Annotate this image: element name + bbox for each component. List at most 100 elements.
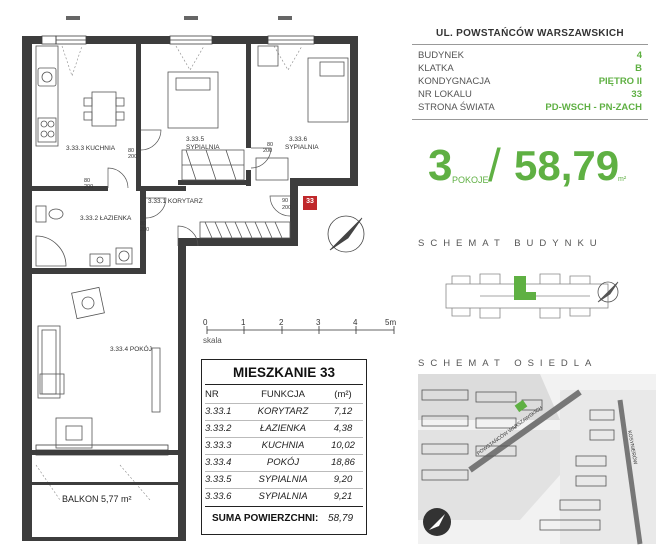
- scale-label: skala: [203, 336, 222, 345]
- door-dim-200: 200: [140, 227, 150, 233]
- info-key: NR LOKALU: [418, 89, 472, 100]
- table-cell: 7,12: [333, 406, 353, 417]
- scheme-compass-icon: [597, 281, 619, 303]
- door-dim-80: 80: [128, 148, 135, 154]
- building-scheme-highlight: [514, 276, 536, 300]
- scale-tick-4: 4: [353, 318, 358, 327]
- info-value: 4: [636, 50, 642, 61]
- table-header-cell: FUNKCJA: [261, 389, 305, 400]
- street-name: UL. POWSTAŃCÓW WARSZAWSKICH: [436, 28, 624, 39]
- table-cell: 3.33.2: [205, 423, 232, 434]
- table-cell: 3.33.6: [205, 491, 232, 502]
- table-cell: ŁAZIENKA: [260, 423, 306, 434]
- rooms-word: POKOJE: [452, 175, 489, 185]
- table-cell: 3.33.5: [205, 474, 232, 485]
- table-cell: 3.33.3: [205, 440, 232, 451]
- table-header-cell: (m²): [334, 389, 352, 400]
- doors: [107, 129, 291, 247]
- info-key: BUDYNEK: [418, 50, 464, 61]
- info-row-staircase: KLATKA B: [418, 63, 642, 76]
- door-dim-80: 80: [140, 221, 147, 227]
- bedroom2-label: SYPIALNIA: [285, 144, 319, 151]
- info-row-orientation: STRONA ŚWIATA PD-WSCH - PN-ZACH: [418, 102, 642, 115]
- info-key: STRONA ŚWIATA: [418, 102, 495, 113]
- table-divider: [205, 420, 363, 421]
- info-row-unit-number: NR LOKALU 33: [418, 89, 642, 102]
- table-divider: [205, 506, 363, 507]
- scale-tick-2: 2: [279, 318, 284, 327]
- table-cell: KUCHNIA: [261, 440, 305, 451]
- kitchen-label: 3.33.3 KUCHNIA: [66, 145, 116, 152]
- door-dim-200: 200: [263, 148, 273, 154]
- estate-map: [418, 374, 656, 545]
- bathroom-label: 3.33.2 ŁAZIENKA: [80, 215, 132, 222]
- table-cell: 9,21: [333, 491, 353, 502]
- table-header-row: NR FUNKCJA (m²): [205, 389, 363, 403]
- info-key: KONDYGNACJA: [418, 76, 491, 87]
- bedroom2-number: 3.33.6: [289, 136, 308, 143]
- table-cell: POKÓJ: [266, 457, 300, 468]
- info-value: PD-WSCH - PN-ZACH: [545, 102, 642, 113]
- table-cell: SYPIALNIA: [258, 474, 308, 485]
- bedroom1-furniture: [167, 71, 245, 181]
- building-scheme-title: SCHEMAT BUDYNKU: [418, 238, 603, 249]
- table-divider: [205, 384, 363, 385]
- info-key: KLATKA: [418, 63, 454, 74]
- balcony-label: BALKON 5,77 m²: [62, 494, 132, 504]
- scale-tick-1: 1: [241, 318, 246, 327]
- table-cell: KORYTARZ: [257, 406, 309, 417]
- table-divider: [205, 488, 363, 489]
- table-row: 3.33.5 SYPIALNIA 9,20: [205, 474, 363, 488]
- bathroom-fixtures: [35, 205, 133, 267]
- scale-tick-3: 3: [316, 318, 321, 327]
- area-unit: m²: [618, 176, 627, 183]
- info-row-floor: KONDYGNACJA PIĘTRO II: [418, 76, 642, 89]
- table-row: 3.33.2 ŁAZIENKA 4,38: [205, 423, 363, 437]
- scale-tick-0: 0: [203, 318, 208, 327]
- table-sum-value: 58,79: [328, 513, 354, 524]
- corridor-label: 3.33.1 KORYTARZ: [148, 198, 203, 205]
- door-dim-80: 80: [84, 178, 91, 184]
- scale-bar: [206, 326, 395, 334]
- table-cell: 18,86: [331, 457, 355, 468]
- door-dim-200: 200: [282, 205, 292, 211]
- info-divider-top: [412, 44, 648, 45]
- windows: [35, 35, 315, 456]
- table-sum-label: SUMA POWIERZCHNI:: [212, 513, 319, 524]
- window-sill-marks: [66, 16, 292, 20]
- unit-badge-bg: [303, 196, 317, 210]
- walls: [22, 36, 358, 541]
- table-row: 3.33.3 KUCHNIA 10,02: [205, 440, 363, 454]
- table-header-cell: NR: [205, 389, 219, 400]
- table-row: 3.33.1 KORYTARZ 7,12: [205, 406, 363, 420]
- door-dim-200: 200: [84, 184, 94, 190]
- table-divider: [205, 471, 363, 472]
- compass-icon: [327, 215, 365, 253]
- table-row: 3.33.6 SYPIALNIA 9,21: [205, 491, 363, 505]
- kitchen-furniture: [35, 45, 125, 147]
- area-table: [201, 359, 367, 535]
- living-room-furniture: [37, 286, 161, 449]
- estate-scheme-title: SCHEMAT OSIEDLA: [418, 358, 598, 369]
- bedroom1-number: 3.33.5: [186, 136, 205, 143]
- unit-badge: 33: [306, 198, 314, 205]
- table-divider: [205, 454, 363, 455]
- bedroom2-furniture: [255, 45, 349, 181]
- table-cell: SYPIALNIA: [258, 491, 308, 502]
- info-value: PIĘTRO II: [598, 76, 642, 87]
- table-cell: 10,02: [331, 440, 355, 451]
- door-dim-200: 200: [128, 154, 138, 160]
- table-cell: 3.33.4: [205, 457, 232, 468]
- table-divider: [205, 403, 363, 404]
- total-area: 58,79: [514, 142, 620, 189]
- table-cell: 3.33.1: [205, 406, 232, 417]
- living-room-label: 3.33.4 POKÓJ: [110, 346, 152, 353]
- door-dim-80: 80: [267, 142, 274, 148]
- bedroom1-label: SYPIALNIA: [186, 144, 220, 151]
- table-divider: [205, 437, 363, 438]
- door-dim-90: 90: [282, 198, 289, 204]
- table-row: 3.33.4 POKÓJ 18,86: [205, 457, 363, 471]
- corridor-wardrobe: [199, 221, 291, 239]
- table-cell: 9,20: [333, 474, 353, 485]
